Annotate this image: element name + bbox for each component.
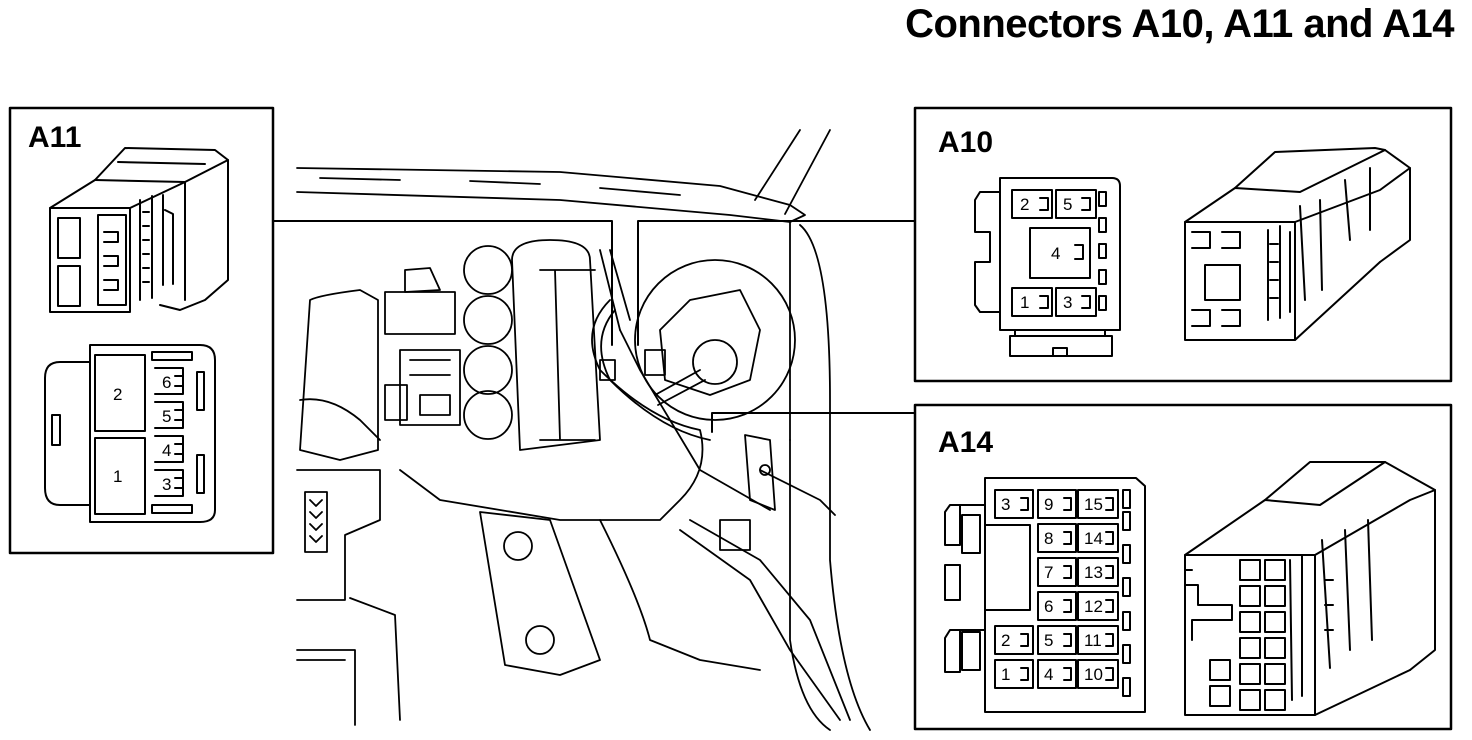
leader-lines [272,220,916,433]
a14-pin-latch [1063,531,1072,545]
a10-pin: 3 [1063,293,1072,312]
a14-pin: 12 [1084,597,1103,616]
a14-label: A14 [938,426,993,459]
a14-pin-cell [1037,591,1077,621]
a10-connector-3d [1184,147,1411,341]
a14-pin-latch [1063,667,1072,681]
a14-pin-cell [1037,625,1077,655]
a14-connector-3d [1184,461,1436,716]
a10-pin: 4 [1051,244,1060,263]
a14-pin-cell [1037,557,1077,587]
a14-pin: 4 [1044,665,1053,684]
panel-a10: A10 2 5 4 1 3 [913,106,1453,383]
a14-pin-latch [1063,497,1072,511]
a10-pin: 2 [1020,195,1029,214]
a11-connector-3d [49,147,229,313]
a10-pin: 1 [1020,293,1029,312]
a14-pin-cell [1077,591,1119,621]
a10-pin: 5 [1063,195,1072,214]
a14-pin: 7 [1044,563,1053,582]
a14-pin-cell [1077,523,1119,553]
a11-pin: 2 [113,385,122,404]
a14-pin-cell [1077,625,1119,655]
page-title: Connectors A10, A11 and A14 [905,2,1454,46]
a14-pin: 10 [1084,665,1103,684]
a14-pin-cell [1077,557,1119,587]
a14-pin-cell [994,659,1034,689]
a14-pin-latch [1020,497,1029,511]
a11-pin: 4 [162,441,171,460]
a10-label: A10 [938,126,993,159]
a11-face: 2 1 6 5 4 3 [44,344,216,523]
a14-pin-latch [1105,599,1114,613]
a14-pin-latch [1063,565,1072,579]
a14-pin-cell [994,625,1034,655]
a14-pin-cell [1037,659,1077,689]
a11-pin: 1 [113,467,122,486]
a14-pin: 3 [1001,495,1010,514]
a14-pin-cell [1077,489,1119,519]
a14-pin-latch [1105,667,1114,681]
a14-pin: 8 [1044,529,1053,548]
a10-face: 2 5 4 1 3 [974,177,1121,357]
a14-pin: 14 [1084,529,1103,548]
a11-pin: 6 [162,373,171,392]
a11-pin: 3 [162,475,171,494]
a11-pin: 5 [162,407,171,426]
a14-pin: 1 [1001,665,1010,684]
a14-pin-cell [1037,489,1077,519]
a14-pin: 15 [1084,495,1103,514]
a14-pin-latch [1105,531,1114,545]
a14-pin: 11 [1084,631,1102,650]
panel-a11: A11 [8,106,275,555]
a14-pin: 2 [1001,631,1010,650]
a14-pin-latch [1105,497,1114,511]
a14-pin-cell [994,489,1034,519]
a14-pin-latch [1020,667,1029,681]
vehicle-interior-drawing [296,129,871,731]
a14-pin: 6 [1044,597,1053,616]
a14-pin-cell [1077,659,1119,689]
a14-pin-cell [1037,523,1077,553]
a14-pin-latch [1063,599,1072,613]
a14-pin-latch [1105,565,1114,579]
a14-pin: 5 [1044,631,1053,650]
a14-pin: 13 [1084,563,1103,582]
a14-pin-latch [1063,633,1072,647]
a14-pin: 9 [1044,495,1053,514]
a14-pin-latch [1105,633,1114,647]
a11-label: A11 [28,121,81,154]
a14-pin-latch [1020,633,1029,647]
